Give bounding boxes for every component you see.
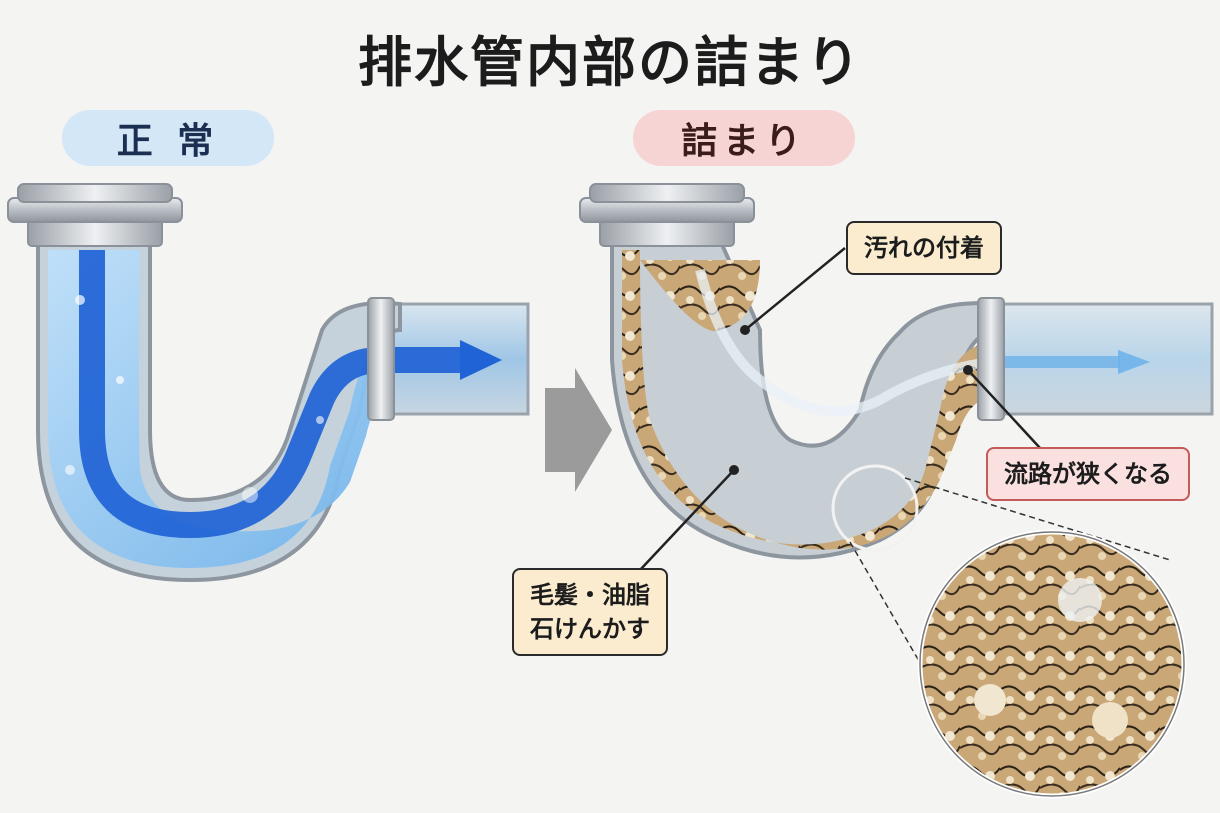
normal-label-badge: 正 常 [62, 110, 274, 166]
dirt-leader-line [744, 247, 846, 331]
reduced-flow-arrow [1118, 350, 1150, 374]
callout-hair-line2: 石けんかす [530, 615, 650, 643]
magnified-view [917, 529, 1187, 799]
page-title: 排水管内部の詰まり [358, 31, 862, 94]
callout-dirt: 汚れの付着 [846, 221, 1002, 275]
normal-pipe [7, 183, 530, 583]
magnify-source-circle [831, 464, 919, 552]
narrow-leader-line [967, 369, 1041, 449]
clogged-label-badge: 詰まり [633, 110, 855, 166]
callout-hair: 毛髪・油脂 石けんかす [512, 568, 668, 656]
callout-narrow: 流路が狭くなる [986, 447, 1190, 501]
transition-arrow-icon [545, 368, 612, 492]
flow-arrow [79, 250, 462, 539]
flow-arrow-head [460, 340, 502, 380]
callout-hair-line1: 毛髪・油脂 [530, 581, 650, 609]
hair-leader-line [639, 469, 735, 571]
